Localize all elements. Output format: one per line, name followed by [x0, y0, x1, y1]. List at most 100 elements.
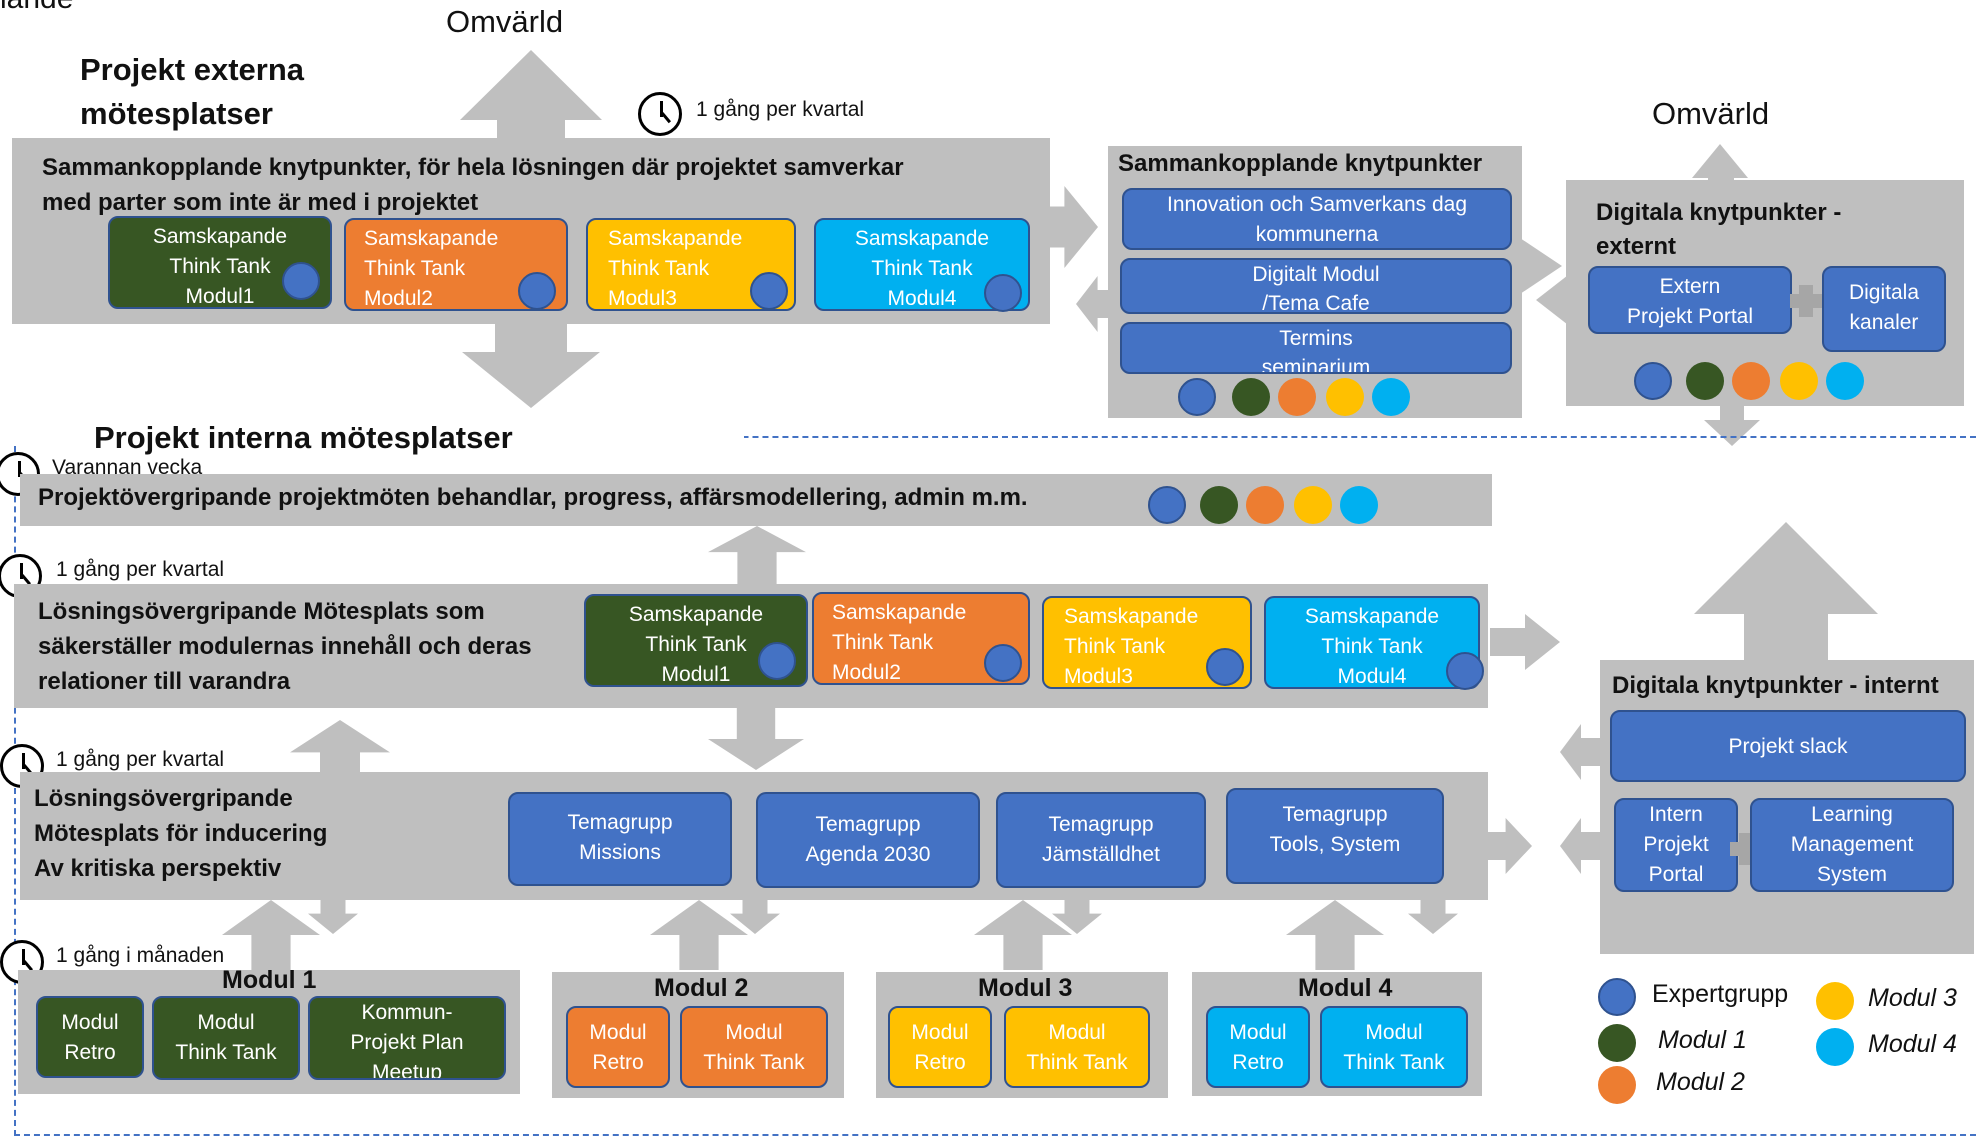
temagrupp-tools-system: Temagrupp Tools, System [1226, 788, 1444, 884]
tt-line: Samskapande [832, 601, 967, 624]
row1-frequency: Varannan vecka [52, 456, 203, 479]
lms-line: Learning [1811, 803, 1893, 826]
box-line: Modul [1048, 1021, 1106, 1044]
modul4-think-tank: Modul Think Tank [1320, 1006, 1468, 1088]
box-line: Modul [61, 1011, 119, 1034]
tt-line: Modul3 [608, 287, 677, 310]
modul3-think-tank: Modul Think Tank [1004, 1006, 1150, 1088]
modul2-dot [1246, 486, 1284, 524]
clipped-top-text: lande [0, 0, 73, 16]
modul1-dot [1686, 362, 1724, 400]
expert-dot [1206, 648, 1244, 686]
portal-line: Extern [1659, 275, 1721, 298]
tt-line: Think Tank [645, 633, 747, 656]
channels-line: kanaler [1849, 311, 1919, 334]
item-line: Termins [1279, 327, 1353, 350]
modul2-title: Modul 2 [654, 974, 749, 1002]
group-line: Missions [579, 841, 661, 864]
tt-line: Think Tank [364, 257, 466, 280]
external-panel-text-line1: Sammankopplande knytpunkter, för hela lö… [42, 154, 904, 181]
intern-projekt-portal: Intern Projekt Portal [1614, 798, 1738, 892]
expert-dot [518, 272, 556, 310]
arrow-up-digital-internal-stem [1744, 612, 1828, 660]
item-line: Innovation och Samverkans dag [1166, 193, 1468, 216]
text-line: Lösningsövergripande Mötesplats som [38, 598, 485, 625]
expert-dot [758, 642, 796, 680]
row1-text: Projektövergripande projektmöten behandl… [38, 484, 1028, 511]
clock-icon [638, 92, 682, 136]
box-line: Retro [64, 1041, 116, 1064]
external-panel-text-line2: med parter som inte är med i projektet [42, 189, 479, 216]
plus-icon-vertical [1739, 833, 1753, 865]
modul1-dot [1200, 486, 1238, 524]
item-line: /Tema Cafe [1262, 292, 1370, 315]
box-line: Kommun- [361, 1001, 453, 1024]
tt-line: Samskapande [854, 227, 990, 250]
expert-dot [984, 644, 1022, 682]
modul1-kommun-plan: Kommun- Projekt Plan Meetup [308, 996, 506, 1080]
clock-icon [0, 940, 44, 984]
projekt-slack: Projekt slack [1610, 710, 1966, 782]
channels-line: Digitala [1848, 281, 1920, 304]
tt-line: Modul2 [364, 287, 433, 310]
row4-frequency: 1 gång i månaden [56, 944, 225, 967]
tt-line: Modul4 [887, 287, 957, 310]
lms-line: Management [1790, 833, 1914, 856]
modul2-dot [1732, 362, 1770, 400]
group-line: Temagrupp [1282, 803, 1388, 826]
temagrupp-missions: Temagrupp Missions [508, 792, 732, 886]
modul1-retro: Modul Retro [36, 996, 144, 1078]
item-line: seminarium [1261, 356, 1371, 374]
expert-dot [282, 262, 320, 300]
extern-projekt-portal: Extern Projekt Portal [1588, 266, 1792, 334]
tt-line: Think Tank [608, 257, 710, 280]
tt-line: Samskapande [1064, 605, 1199, 628]
modul4-title: Modul 4 [1298, 974, 1393, 1002]
text-line: Mötesplats för inducering [34, 820, 328, 847]
box-line: Modul [589, 1021, 647, 1044]
title-line: externt [1596, 233, 1677, 260]
box-line: Think Tank [175, 1041, 277, 1064]
connecting-item-termins: Termins seminarium [1120, 322, 1512, 374]
modul4-dot [1340, 486, 1378, 524]
arrow-right-to-connecting [1050, 186, 1098, 268]
expert-dot [1634, 362, 1672, 400]
tt-line: Think Tank [169, 255, 271, 278]
int-think-tank-modul4: Samskapande Think Tank Modul4 [1264, 596, 1480, 689]
modul4-retro: Modul Retro [1206, 1006, 1310, 1088]
box-line: Modul [1365, 1021, 1423, 1044]
box-line: Think Tank [703, 1051, 805, 1074]
external-frequency: 1 gång per kvartal [696, 98, 865, 121]
tt-line: Samskapande [608, 227, 743, 250]
external-title-line1: Projekt externa [80, 52, 304, 87]
expert-dot [1148, 486, 1186, 524]
external-title: Projekt externa mötesplatser [80, 48, 304, 136]
legend-modul1-label: Modul 1 [1658, 1026, 1747, 1054]
row2-text: Lösningsövergripande Mötesplats som säke… [38, 594, 532, 699]
int-think-tank-modul1: Samskapande Think Tank Modul1 [584, 594, 808, 687]
legend-modul3-dot [1816, 982, 1854, 1020]
learning-management-system: Learning Management System [1750, 798, 1954, 892]
text-line: Lösningsövergripande [34, 785, 293, 812]
arrow-down-digital-ext [1720, 406, 1744, 424]
row3-text: Lösningsövergripande Mötesplats för indu… [34, 781, 327, 886]
box-line: Modul [725, 1021, 783, 1044]
connecting-item-innovation: Innovation och Samverkans dag kommunerna [1122, 188, 1512, 250]
tt-line: Modul3 [1064, 665, 1133, 688]
tt-line: Think Tank [1321, 635, 1423, 658]
expert-dot [1178, 378, 1216, 416]
temagrupp-agenda2030: Temagrupp Agenda 2030 [756, 792, 980, 888]
tt-line: Samskapande [628, 603, 764, 626]
connecting-item-digitalt: Digitalt Modul /Tema Cafe [1120, 258, 1512, 315]
group-line: Temagrupp [1048, 813, 1154, 836]
arrow-up-omvarld [460, 50, 602, 120]
internal-title: Projekt interna mötesplatser [94, 420, 513, 455]
int-think-tank-modul3: Samskapande Think Tank Modul3 [1042, 596, 1252, 689]
box-line: Retro [1232, 1051, 1284, 1074]
int-think-tank-modul2: Samskapande Think Tank Modul2 [812, 592, 1030, 685]
modul1-think-tank: Modul Think Tank [152, 996, 300, 1080]
box-line: Meetup [371, 1061, 443, 1080]
modul3-title: Modul 3 [978, 974, 1073, 1002]
external-panel-text: Sammankopplande knytpunkter, för hela lö… [42, 150, 904, 220]
expert-dot [1446, 652, 1484, 690]
